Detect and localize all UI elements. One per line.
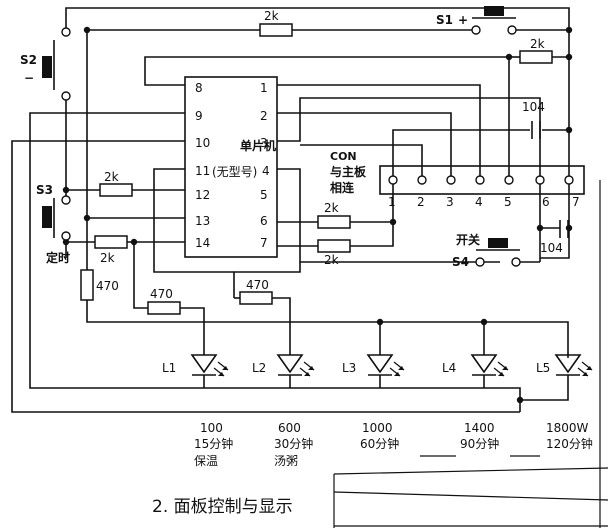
led-l1-label: L1 [162, 361, 176, 375]
capacitor-c1-label: 104 [522, 100, 545, 114]
resistor-right [519, 50, 553, 64]
led-l4-label: L4 [442, 361, 456, 375]
junction-dots [62, 26, 573, 404]
resistor-l1 [147, 301, 181, 315]
led-l2-mode: 汤粥 [274, 454, 298, 468]
mcu-pin-3: 3 [260, 136, 268, 150]
resistor-pin6 [317, 215, 351, 229]
mcu-pin-11: 11 [195, 164, 210, 178]
resistor-right-label: 2k [530, 37, 545, 51]
mcu-pin-4: 4 [262, 164, 270, 178]
connector-pin-4: 4 [475, 195, 483, 209]
switch-s3-label: S3 [36, 183, 53, 197]
led-l5-power: 1800W [546, 421, 589, 435]
led-l4-time: 90分钟 [460, 436, 499, 451]
connector-label-2: 与主板 [330, 164, 367, 179]
resistor-vertical-470 [80, 269, 94, 301]
connector-pin-3: 3 [446, 195, 454, 209]
led-l2-time: 30分钟 [274, 436, 313, 451]
led-l3-time: 60分钟 [360, 436, 399, 451]
figure-caption: 2. 面板控制与显示 [152, 497, 293, 517]
switch-s3 [42, 195, 71, 241]
resistor-top [259, 23, 293, 37]
resistor-s3 [99, 183, 133, 197]
switch-s2-sign: − [24, 71, 34, 85]
connector-pin-rings [388, 175, 574, 185]
connector-block [379, 165, 585, 195]
mcu-pin-1: 1 [260, 81, 268, 95]
led-l2-label: L2 [252, 361, 266, 375]
switch-s1-label: S1 [436, 13, 453, 27]
switch-s4-caption: 开关 [456, 232, 480, 247]
switch-s4-label: S4 [452, 255, 469, 269]
resistor-l2-label: 470 [246, 278, 269, 292]
led-l5 [554, 354, 593, 377]
led-l3-power: 1000 [362, 421, 393, 435]
connector-label-3: 相连 [330, 180, 355, 195]
mcu-pin-12: 12 [195, 188, 210, 202]
switch-s2 [42, 27, 71, 101]
led-l5-label: L5 [536, 361, 550, 375]
scan-artifact-lines [333, 180, 608, 528]
led-l1-time: 15分钟 [194, 436, 233, 451]
capacitor-c2 [559, 220, 569, 238]
resistor-top-label: 2k [264, 9, 279, 23]
mcu-pin-2: 2 [260, 109, 268, 123]
switch-s3-caption: 定时 [46, 250, 70, 265]
resistor-l1-label: 470 [150, 287, 173, 301]
resistor-l2 [239, 291, 273, 305]
led-l3-label: L3 [342, 361, 356, 375]
led-l1 [190, 354, 229, 377]
resistor-pin7 [317, 239, 351, 253]
resistor-mid [94, 235, 128, 249]
connector-pin-5: 5 [504, 195, 512, 209]
led-l1-mode: 保温 [194, 454, 218, 468]
connector-pin-7: 7 [572, 195, 580, 209]
mcu-pin-14: 14 [195, 236, 210, 250]
resistor-mid-label: 2k [100, 251, 115, 265]
connector-pin-2: 2 [417, 195, 425, 209]
switch-s1 [471, 6, 517, 35]
connector-label-1: CON [330, 150, 357, 163]
resistor-pin6-label: 2k [324, 201, 339, 215]
resistor-pin7-label: 2k [324, 253, 339, 267]
led-l5-time: 120分钟 [546, 436, 593, 451]
mcu-subtitle: (无型号) [212, 165, 257, 179]
led-l2-power: 600 [278, 421, 301, 435]
mcu-pin-10: 10 [195, 136, 210, 150]
mcu-pin-8: 8 [195, 81, 203, 95]
capacitor-c1 [531, 121, 541, 139]
led-l4 [470, 354, 509, 377]
mcu-title: 单片机 [240, 138, 276, 153]
resistor-s3-label: 2k [104, 170, 119, 184]
mcu-pin-7-label: 7 [260, 236, 268, 250]
led-l4-power: 1400 [464, 421, 495, 435]
switch-s2-label: S2 [20, 53, 37, 67]
mcu-pin-6-label: 6 [260, 214, 268, 228]
mcu-pin-5: 5 [260, 188, 268, 202]
wires [11, 7, 570, 413]
resistor-v470-label: 470 [96, 279, 119, 293]
capacitor-c2-label: 104 [540, 241, 563, 255]
led-l3 [366, 354, 405, 377]
switch-s4 [475, 238, 521, 267]
led-l1-power: 100 [200, 421, 223, 435]
mcu-pin-9: 9 [195, 109, 203, 123]
led-l2 [276, 354, 315, 377]
connector-pin-6: 6 [542, 195, 550, 209]
connector-pin-1: 1 [388, 195, 396, 209]
mcu-pin-13: 13 [195, 214, 210, 228]
mcu-chip-body [184, 76, 278, 258]
switch-s1-sign: + [458, 13, 468, 27]
